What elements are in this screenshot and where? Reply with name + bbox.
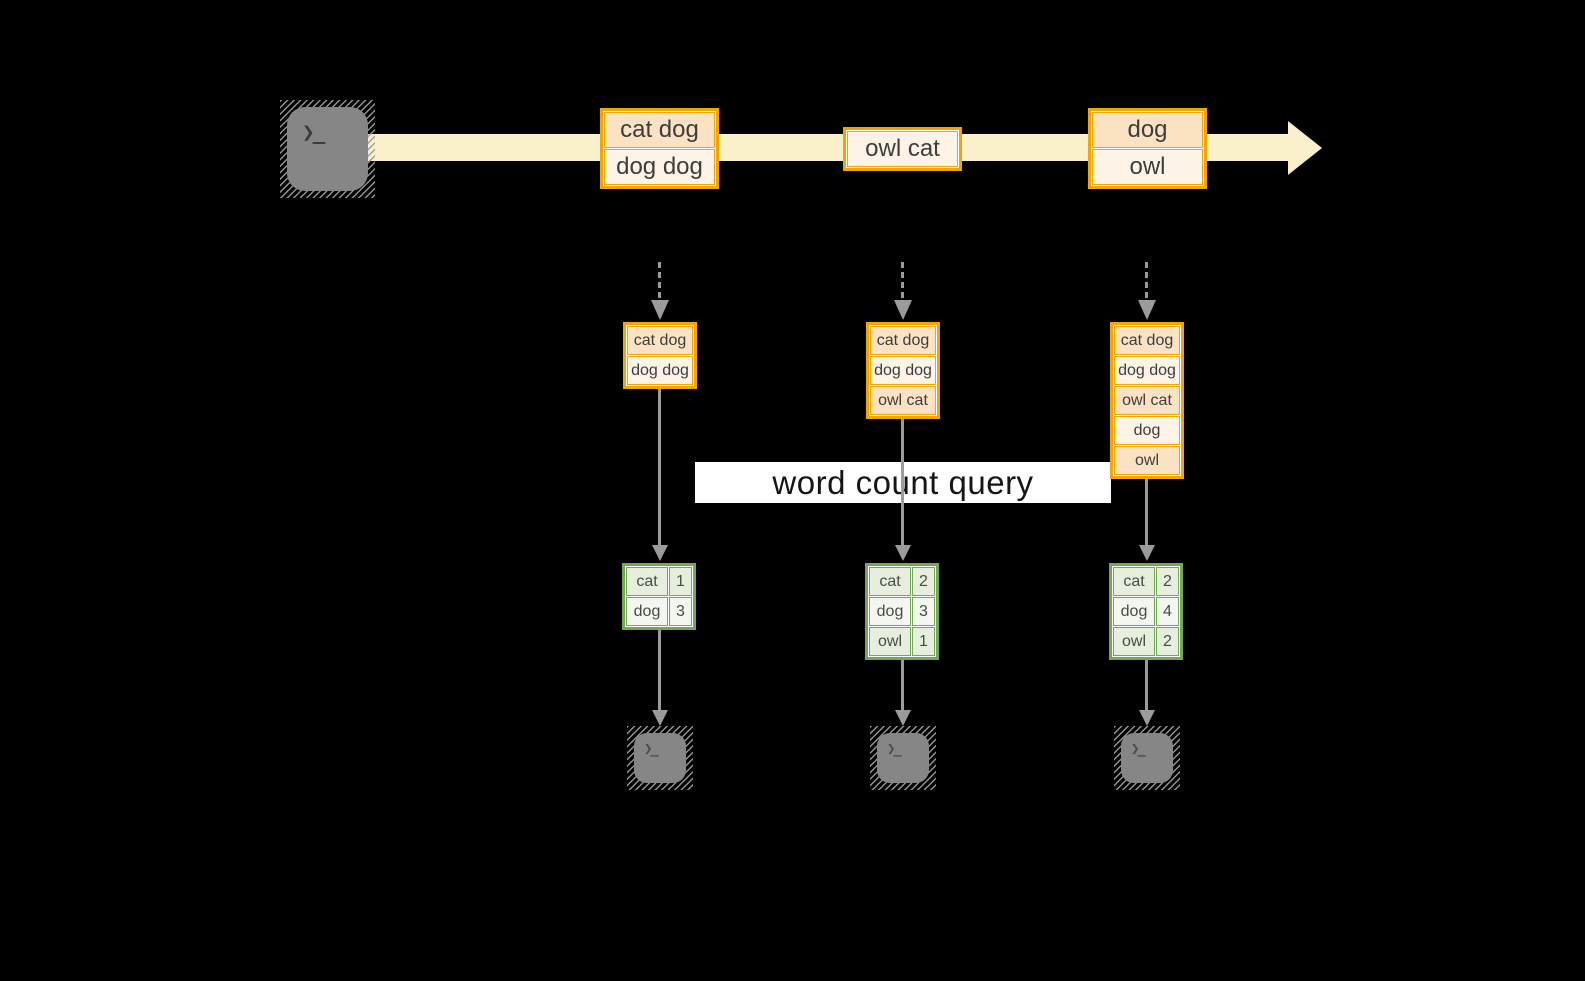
arrow-line — [658, 630, 661, 710]
buffered-record: dog dog — [627, 356, 693, 385]
terminal-icon: ❯_ — [627, 726, 693, 790]
dashed-arrowhead-icon — [1138, 300, 1156, 320]
stream-record: dog dog — [604, 149, 715, 185]
terminal-icon: ❯_ — [280, 100, 375, 198]
count-value: 1 — [669, 567, 692, 596]
arrow-line — [658, 389, 661, 545]
buffered-record: dog — [1114, 416, 1180, 445]
count-word: dog — [869, 597, 911, 626]
count-value: 2 — [1156, 627, 1179, 656]
arrowhead-icon — [895, 545, 911, 561]
count-value: 4 — [1156, 597, 1179, 626]
prompt-glyph: ❯_ — [1131, 741, 1146, 757]
prompt-glyph: ❯_ — [302, 120, 325, 144]
count-word: cat — [869, 567, 911, 596]
prompt-glyph: ❯_ — [887, 741, 902, 757]
stream-record: cat dog — [604, 112, 715, 148]
word-count-table-3: cat 2 dog 4 owl 2 — [1109, 563, 1183, 660]
buffered-record: owl — [1114, 446, 1180, 475]
count-value: 3 — [669, 597, 692, 626]
count-word: cat — [1113, 567, 1155, 596]
arrow-line — [901, 660, 904, 710]
dashed-arrowhead-icon — [651, 300, 669, 320]
dashed-arrowhead-icon — [894, 300, 912, 320]
arrowhead-icon — [1139, 710, 1155, 726]
dashed-arrow-line — [1145, 262, 1148, 298]
dashed-arrow-line — [901, 262, 904, 298]
stream-record-box-2: owl cat — [843, 127, 962, 171]
stream-record: owl cat — [847, 131, 958, 167]
buffered-record: dog dog — [870, 356, 936, 385]
prompt-glyph: ❯_ — [644, 741, 659, 757]
stream-record: dog — [1092, 112, 1203, 148]
count-value: 2 — [912, 567, 935, 596]
count-word: dog — [626, 597, 668, 626]
buffered-record: owl cat — [1114, 386, 1180, 415]
terminal-icon: ❯_ — [870, 726, 936, 790]
buffered-record: owl cat — [870, 386, 936, 415]
buffered-records-box-1: cat dog dog dog — [623, 322, 697, 389]
count-value: 3 — [912, 597, 935, 626]
stream-record-box-3: dog owl — [1088, 108, 1207, 189]
arrow-line — [1145, 660, 1148, 710]
terminal-screen: ❯_ — [1121, 733, 1173, 783]
buffered-record: cat dog — [870, 326, 936, 355]
word-count-table-2: cat 2 dog 3 owl 1 — [865, 563, 939, 660]
count-word: cat — [626, 567, 668, 596]
dashed-arrow-line — [658, 262, 661, 298]
arrowhead-icon — [895, 710, 911, 726]
buffered-record: dog dog — [1114, 356, 1180, 385]
buffered-records-box-2: cat dog dog dog owl cat — [866, 322, 940, 419]
arrowhead-icon — [1139, 545, 1155, 561]
terminal-icon: ❯_ — [1114, 726, 1180, 790]
count-value: 2 — [1156, 567, 1179, 596]
arrowhead-icon — [652, 710, 668, 726]
arrowhead-icon — [652, 545, 668, 561]
stream-arrowhead — [1288, 121, 1322, 175]
arrow-line — [1145, 479, 1148, 545]
stream-record-box-1: cat dog dog dog — [600, 108, 719, 189]
buffered-record: cat dog — [627, 326, 693, 355]
arrow-line — [901, 419, 904, 545]
terminal-screen: ❯_ — [287, 107, 368, 191]
count-value: 1 — [912, 627, 935, 656]
buffered-records-box-3: cat dog dog dog owl cat dog owl — [1110, 322, 1184, 479]
stream-record: owl — [1092, 149, 1203, 185]
word-count-table-1: cat 1 dog 3 — [622, 563, 696, 630]
count-word: owl — [869, 627, 911, 656]
terminal-screen: ❯_ — [634, 733, 686, 783]
terminal-screen: ❯_ — [877, 733, 929, 783]
count-word: owl — [1113, 627, 1155, 656]
buffered-record: cat dog — [1114, 326, 1180, 355]
count-word: dog — [1113, 597, 1155, 626]
